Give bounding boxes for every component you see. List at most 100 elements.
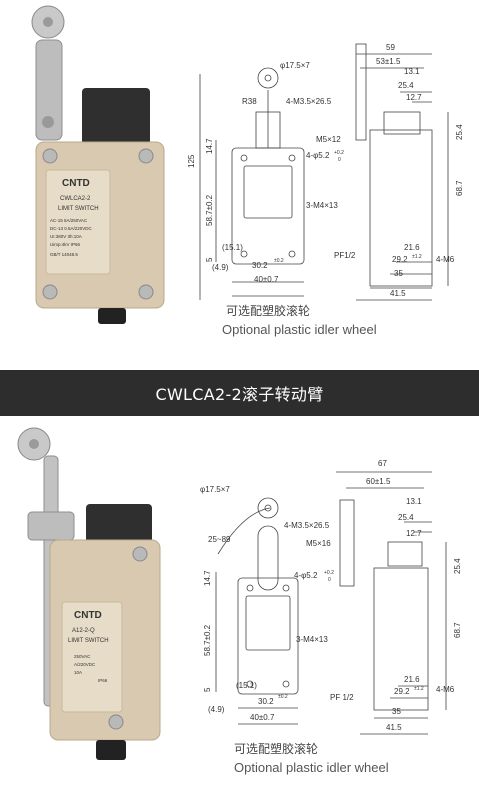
dim-131: 13.1: [404, 67, 420, 76]
dim-35: 35: [392, 707, 401, 716]
dim-67: 67: [378, 459, 387, 468]
dim-687: 68.7: [455, 180, 464, 196]
technical-drawing-bottom: [215, 471, 447, 735]
dim-216: 21.6: [404, 243, 420, 252]
dim-147: 14.7: [205, 138, 214, 154]
hole-tr: [282, 584, 290, 592]
hole-br: [288, 250, 296, 258]
dim-roller: φ17.5×7: [200, 485, 230, 494]
side-view-body: [369, 129, 433, 287]
arm-swing-arc: [217, 507, 271, 555]
dim-254b: 25.4: [455, 124, 464, 140]
dim-292-tol: ±1.2: [412, 254, 422, 260]
dim-125: 125: [187, 154, 196, 168]
label-spec-3: UI:380V Ith:10A: [50, 234, 82, 239]
dim-5: 5: [203, 687, 212, 692]
roller-circle: [257, 497, 279, 519]
top-product-figure: CNTD CWLCA2-2 LIMIT SWITCH AC-15 5A/250V…: [31, 5, 464, 324]
roller-center: [264, 504, 272, 512]
side-view-arm: [355, 43, 367, 141]
dim-holes1: 4-M3.5×26.5: [284, 521, 330, 530]
dim-53: 53±1.5: [376, 57, 401, 66]
cable-gland: [96, 740, 126, 760]
label-spec-1: AC-15 5A/250VAC: [50, 218, 88, 223]
label-text-top: CNTD CWLCA2-2 LIMIT SWITCH AC-15 5A/250V…: [50, 178, 99, 257]
switch-photo-bottom: [17, 427, 161, 760]
dim-49: (4.9): [212, 263, 229, 272]
screw-bottom-left: [42, 284, 58, 300]
hole-bl: [240, 250, 248, 258]
dim-m6: 4-M6: [436, 255, 455, 264]
dim-302: 30.2: [258, 697, 274, 706]
dim-687: 68.7: [453, 622, 462, 638]
dim-5: 5: [205, 257, 214, 262]
dim-tol-up: +0.2: [334, 150, 344, 156]
bottom-product-figure: CNTD A12-2-Q LIMIT SWITCH 250VAC A/220VD…: [17, 427, 462, 760]
dim-302-tol: ±0.2: [274, 258, 284, 264]
dim-49: (4.9): [208, 705, 225, 714]
dim-roller: φ17.5×7: [280, 61, 310, 70]
screw-bottom: [108, 714, 124, 730]
screw-top-left: [42, 148, 58, 164]
front-view-window: [245, 595, 291, 651]
dim-131: 13.1: [406, 497, 422, 506]
dimension-labels-bottom: φ17.5×7 25~89 4-M3.5×26.5 M5×16 4-φ5.2 +…: [200, 459, 462, 732]
side-view-arm: [339, 499, 355, 587]
hole-tl: [240, 154, 248, 162]
side-view-head: [383, 111, 421, 135]
dim-35: 35: [394, 269, 403, 278]
dim-tol-dn: 0: [338, 157, 341, 163]
lever-arm: [35, 39, 63, 141]
bottom-product-section: CNTD A12-2-Q LIMIT SWITCH 250VAC A/220VD…: [0, 416, 479, 800]
dim-147: 14.7: [203, 570, 212, 586]
roller-circle: [257, 67, 279, 89]
dim-range: 25~89: [208, 535, 231, 544]
dim-254a: 25.4: [398, 81, 414, 90]
dim-151: (15.1): [222, 243, 243, 252]
label-text-bottom: CNTD A12-2-Q LIMIT SWITCH 250VAC A/220VD…: [68, 610, 109, 683]
dim-tol-up: +0.2: [324, 570, 334, 576]
label-model: A12-2-Q: [72, 628, 95, 634]
dim-60: 60±1.5: [366, 477, 391, 486]
label-spec-4: IP66: [98, 678, 108, 683]
hole-tl: [246, 584, 254, 592]
caption-cn-bottom: 可选配塑胶滚轮: [234, 742, 319, 756]
dim-holes2: 4-φ5.2: [294, 571, 318, 580]
dim-292: 29.2: [394, 687, 410, 696]
dim-40: 40±0.7: [254, 275, 279, 284]
arm-clamp: [27, 511, 75, 541]
screw-bottom-right: [138, 284, 154, 300]
dim-415: 41.5: [386, 723, 402, 732]
front-view-slot: [257, 525, 279, 591]
dim-587: 58.7±0.2: [205, 194, 214, 226]
product-label: [45, 169, 111, 275]
dim-m6: 4-M6: [436, 685, 455, 694]
caption-cn-top: 可选配塑胶滚轮: [226, 304, 311, 318]
label-model: CWLCA2-2: [60, 196, 91, 202]
roller-center: [264, 74, 272, 82]
label-spec-2: DC-13 0.5A/220VDC: [50, 226, 93, 231]
product-label: [61, 601, 123, 713]
dim-127: 12.7: [406, 529, 422, 538]
switch-head: [82, 88, 150, 146]
label-brand: CNTD: [74, 610, 102, 621]
dim-holes2: 4-φ5.2: [306, 151, 330, 160]
top-product-section: CNTD CWLCA2-2 LIMIT SWITCH AC-15 5A/250V…: [0, 0, 479, 370]
dim-holes3: 3-M4×13: [296, 635, 328, 644]
dim-254a: 25.4: [398, 513, 414, 522]
dim-screw: M5×16: [306, 539, 331, 548]
caption-en-top: Optional plastic idler wheel: [222, 322, 377, 337]
dim-59: 59: [386, 43, 395, 52]
cable-gland: [98, 308, 126, 324]
label-brand: CNTD: [62, 178, 90, 189]
label-spec-4: Uimp:4kV IP66: [50, 242, 81, 247]
dimension-labels-top: φ17.5×7 R38 4-M3.5×26.5 M5×12 4-φ5.2 +0.…: [187, 43, 464, 298]
dim-holes1: 4-M3.5×26.5: [286, 97, 332, 106]
dim-292: 29.2: [392, 255, 408, 264]
label-title: LIMIT SWITCH: [58, 206, 99, 212]
side-view-body: [373, 567, 429, 711]
dim-151: (15.1): [236, 681, 257, 690]
dim-tol-dn: 0: [328, 577, 331, 583]
label-spec-2: A/220VDC: [74, 662, 96, 667]
screw-top-right: [132, 546, 148, 562]
